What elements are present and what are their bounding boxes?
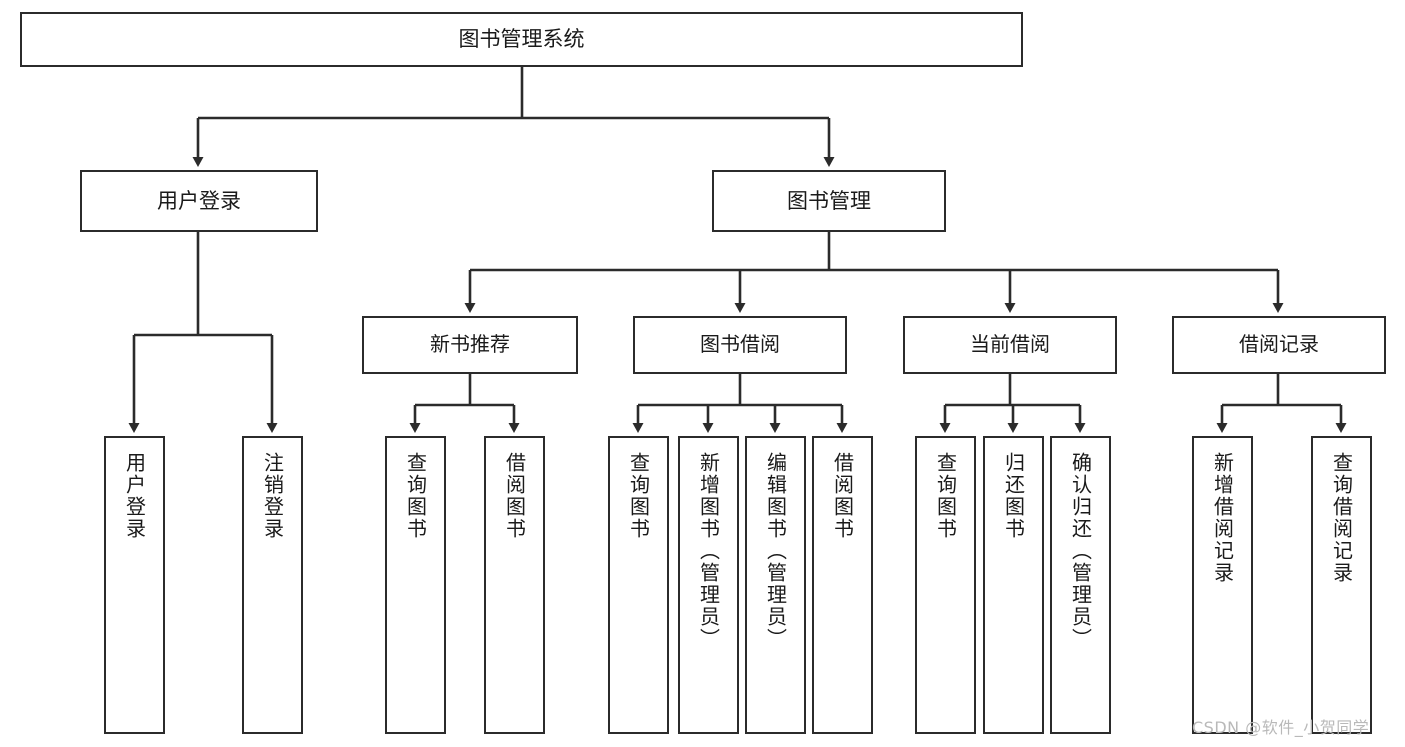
leaf-borrow-book[interactable]: 借阅图书: [812, 436, 873, 734]
leaf-query-book[interactable]: 查询图书: [608, 436, 669, 734]
leaf-return-book-label: 归还图书: [1001, 452, 1026, 540]
leaf-add-book-admin-label: 新增图书（管理员）: [696, 452, 721, 650]
leaf-confirm-return-admin[interactable]: 确认归还（管理员）: [1050, 436, 1111, 734]
node-user-login-label: 用户登录: [157, 188, 241, 213]
leaf-add-borrow-record-label: 新增借阅记录: [1210, 452, 1235, 584]
leaf-query-book-current[interactable]: 查询图书: [915, 436, 976, 734]
node-current-borrow-label: 当前借阅: [970, 332, 1050, 357]
leaf-borrow-book-new-label: 借阅图书: [502, 452, 527, 540]
node-book-borrow[interactable]: 图书借阅: [633, 316, 847, 374]
leaf-query-book-new[interactable]: 查询图书: [385, 436, 446, 734]
node-root[interactable]: 图书管理系统: [20, 12, 1023, 67]
leaf-query-borrow-record-label: 查询借阅记录: [1329, 452, 1354, 584]
leaf-logout[interactable]: 注销登录: [242, 436, 303, 734]
node-borrow-record-label: 借阅记录: [1239, 332, 1319, 357]
leaf-confirm-return-admin-label: 确认归还（管理员）: [1068, 452, 1093, 650]
leaf-return-book[interactable]: 归还图书: [983, 436, 1044, 734]
node-new-book-recommend-label: 新书推荐: [430, 332, 510, 357]
leaf-borrow-book-label: 借阅图书: [830, 452, 855, 540]
node-book-borrow-label: 图书借阅: [700, 332, 780, 357]
watermark-text: CSDN @软件_小贺同学: [1192, 718, 1370, 737]
node-current-borrow[interactable]: 当前借阅: [903, 316, 1117, 374]
leaf-query-book-label: 查询图书: [626, 452, 651, 540]
leaf-logout-label: 注销登录: [260, 452, 285, 540]
leaf-user-login-label: 用户登录: [122, 452, 147, 540]
leaf-add-book-admin[interactable]: 新增图书（管理员）: [678, 436, 739, 734]
node-new-book-recommend[interactable]: 新书推荐: [362, 316, 578, 374]
node-user-login[interactable]: 用户登录: [80, 170, 318, 232]
node-borrow-record[interactable]: 借阅记录: [1172, 316, 1386, 374]
leaf-user-login[interactable]: 用户登录: [104, 436, 165, 734]
node-book-management[interactable]: 图书管理: [712, 170, 946, 232]
leaf-query-borrow-record[interactable]: 查询借阅记录: [1311, 436, 1372, 734]
leaf-edit-book-admin-label: 编辑图书（管理员）: [763, 452, 788, 650]
leaf-edit-book-admin[interactable]: 编辑图书（管理员）: [745, 436, 806, 734]
node-root-label: 图书管理系统: [458, 27, 585, 52]
leaf-query-book-current-label: 查询图书: [933, 452, 958, 540]
leaf-borrow-book-new[interactable]: 借阅图书: [484, 436, 545, 734]
node-book-management-label: 图书管理: [787, 188, 871, 213]
leaf-query-book-new-label: 查询图书: [403, 452, 428, 540]
leaf-add-borrow-record[interactable]: 新增借阅记录: [1192, 436, 1253, 734]
